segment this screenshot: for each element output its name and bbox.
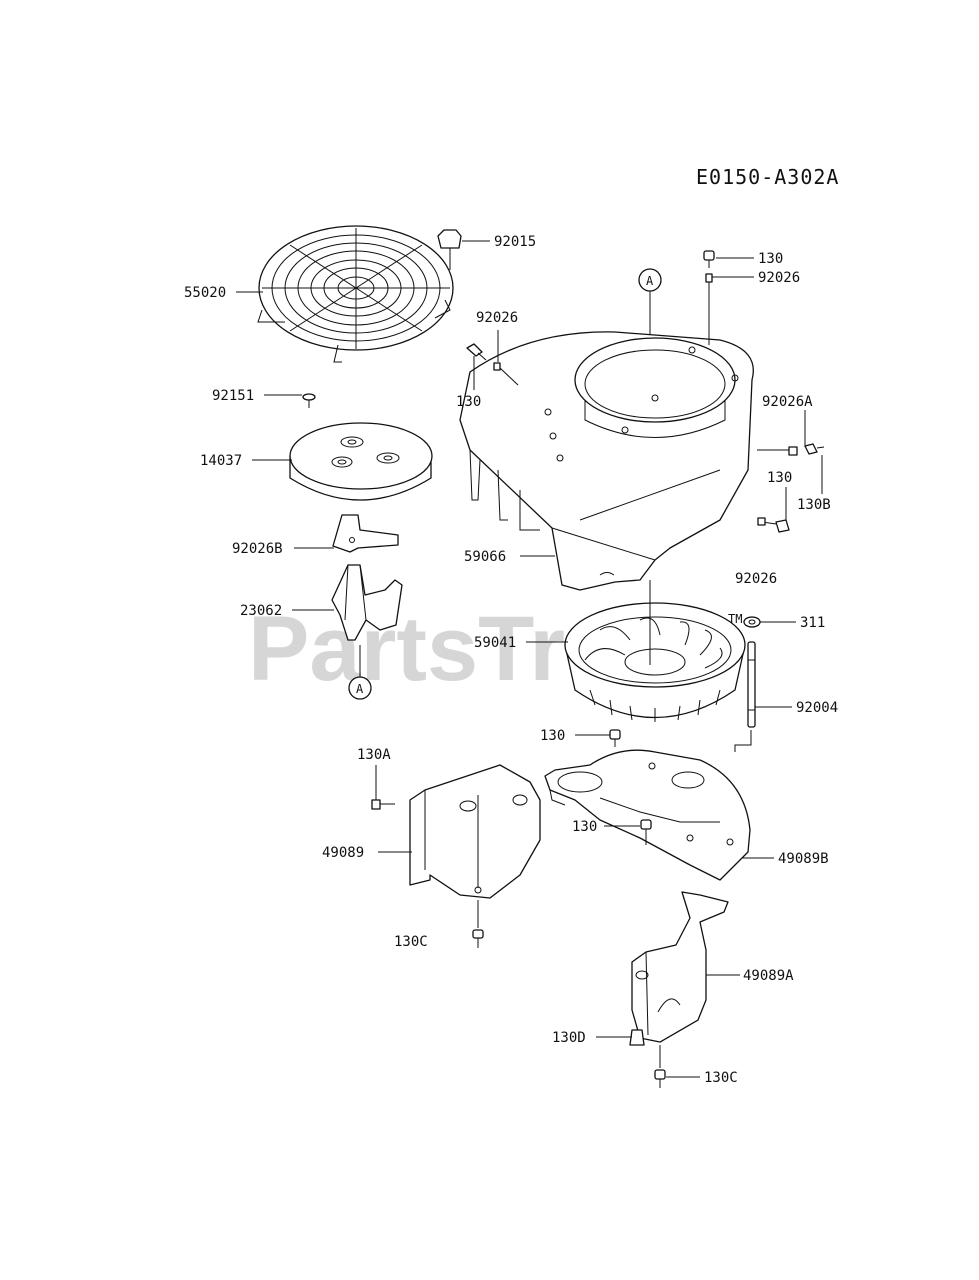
bolt-130c-left[interactable]	[472, 900, 484, 948]
blower-housing-59066[interactable]	[459, 331, 754, 591]
bolt-130-fan[interactable]	[609, 729, 621, 747]
label-130a[interactable]: 130A	[357, 747, 391, 763]
bolt-130-top[interactable]	[703, 250, 715, 268]
cover-14037[interactable]	[289, 422, 433, 501]
label-130-fan[interactable]: 130	[540, 728, 565, 744]
label-130-right[interactable]: 130	[767, 470, 792, 486]
screw-92151[interactable]	[302, 393, 316, 408]
label-311[interactable]: 311	[800, 615, 825, 631]
label-92026a[interactable]: 92026A	[762, 394, 813, 410]
label-92026-top[interactable]: 92026	[758, 270, 800, 286]
label-130-left[interactable]: 130	[456, 394, 481, 410]
bolt-130-right[interactable]	[757, 517, 790, 533]
bolt-130d[interactable]	[629, 1029, 645, 1046]
bolt-130c-bottom[interactable]	[654, 1045, 666, 1088]
bolt-130b[interactable]	[757, 443, 825, 455]
label-55020[interactable]: 55020	[184, 285, 226, 301]
label-14037[interactable]: 14037	[200, 453, 242, 469]
svg-text:A: A	[646, 274, 654, 288]
label-49089a[interactable]: 49089A	[743, 968, 794, 984]
part-labels: 92015 55020 92151 14037 92026B 23062 130…	[184, 234, 838, 1086]
bolt-130a[interactable]	[371, 765, 395, 810]
bolt-130-plate[interactable]	[640, 819, 652, 845]
label-49089[interactable]: 49089	[322, 845, 364, 861]
label-130d[interactable]: 130D	[552, 1030, 586, 1046]
label-130-plate[interactable]: 130	[572, 819, 597, 835]
collar-92026a[interactable]	[788, 446, 798, 456]
ref-marker-a-bottom: A	[348, 645, 372, 700]
label-130c-left[interactable]: 130C	[394, 934, 428, 950]
label-130b[interactable]: 130B	[797, 497, 831, 513]
label-92151[interactable]: 92151	[212, 388, 254, 404]
svg-text:A: A	[356, 682, 364, 696]
label-92026-low[interactable]: 92026	[735, 571, 777, 587]
label-49089b[interactable]: 49089B	[778, 851, 829, 867]
baffle-49089b[interactable]	[544, 749, 751, 881]
fan-screen-55020[interactable]	[257, 225, 454, 363]
label-130c-bottom[interactable]: 130C	[704, 1070, 738, 1086]
label-92026-mid[interactable]: 92026	[476, 310, 518, 326]
nut-311[interactable]	[743, 616, 761, 628]
bracket-92026b[interactable]	[332, 514, 399, 553]
label-59066[interactable]: 59066	[464, 549, 506, 565]
label-92015[interactable]: 92015	[494, 234, 536, 250]
collar-92026-top[interactable]	[705, 273, 713, 345]
label-59041[interactable]: 59041	[474, 635, 516, 651]
baffle-49089[interactable]	[409, 764, 541, 899]
label-92026b[interactable]: 92026B	[232, 541, 283, 557]
bracket-23062[interactable]	[331, 564, 403, 641]
label-23062[interactable]: 23062	[240, 603, 282, 619]
baffle-49089a[interactable]	[631, 891, 729, 1043]
flywheel-fan-59041[interactable]	[564, 580, 746, 722]
label-92004[interactable]: 92004	[796, 700, 838, 716]
stud-92004[interactable]	[734, 641, 756, 752]
bolt-130-left[interactable]	[466, 343, 487, 361]
diagram-code: E0150-A302A	[696, 165, 839, 189]
leader-lines	[236, 240, 823, 1078]
nut-92015[interactable]	[437, 229, 462, 270]
label-130-top[interactable]: 130	[758, 251, 783, 267]
collar-92026-left[interactable]	[493, 362, 501, 371]
